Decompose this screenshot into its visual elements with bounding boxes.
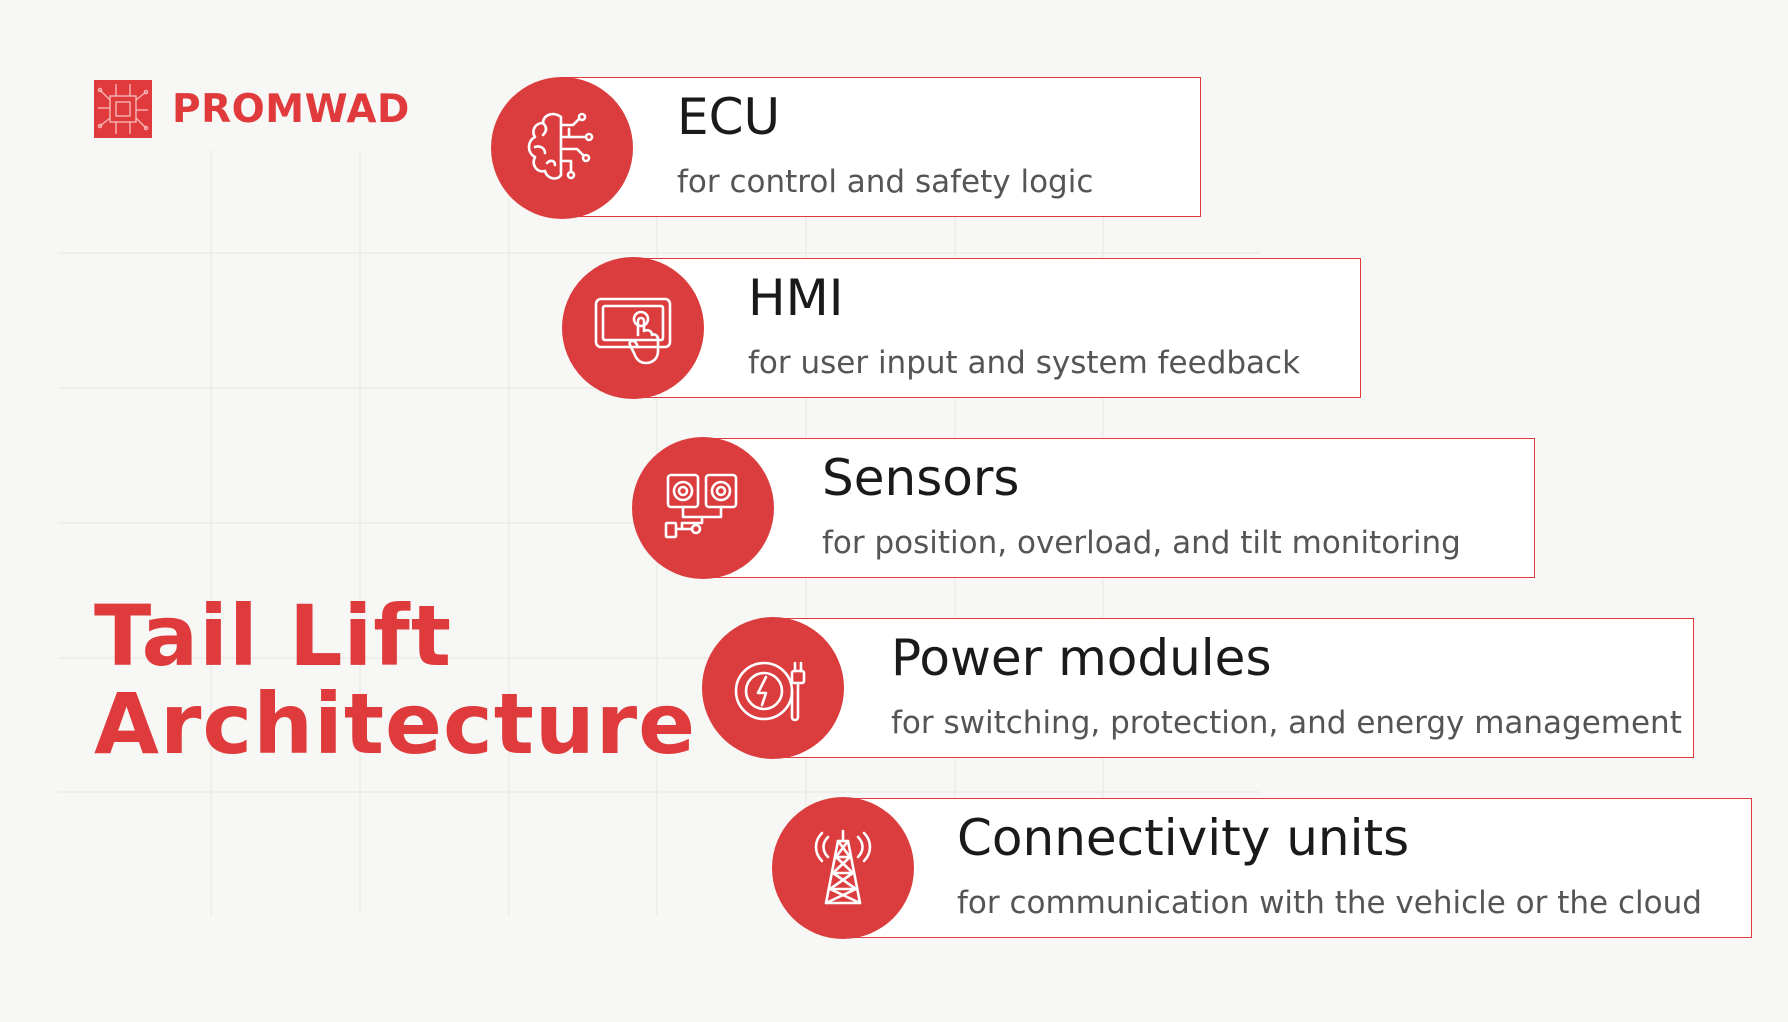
- power-modules-icon-badge: [702, 617, 844, 759]
- card-title: HMI: [748, 269, 844, 327]
- hmi-icon-badge: [562, 257, 704, 399]
- card-sensors: Sensors for position, overload, and tilt…: [700, 438, 1535, 578]
- card-description: for control and safety logic: [677, 164, 1094, 200]
- connectivity-icon-badge: [772, 797, 914, 939]
- card-ecu: ECU for control and safety logic: [560, 77, 1201, 217]
- card-description: for communication with the vehicle or th…: [957, 885, 1702, 921]
- card-title: Sensors: [822, 449, 1020, 507]
- touchscreen-icon: [594, 297, 672, 365]
- page-title-line-2: Architecture: [94, 675, 697, 773]
- chip-logo-icon: [94, 80, 152, 138]
- page-title: Tail Lift Architecture: [94, 592, 696, 768]
- brand-logo: PROMWAD: [94, 80, 410, 138]
- card-connectivity-units: Connectivity units for communication wit…: [840, 798, 1752, 938]
- card-description: for position, overload, and tilt monitor…: [822, 525, 1461, 561]
- card-description: for user input and system feedback: [748, 345, 1301, 381]
- card-title: ECU: [677, 88, 781, 146]
- card-title: Connectivity units: [957, 809, 1410, 867]
- brand-name: PROMWAD: [172, 86, 410, 132]
- card-description: for switching, protection, and energy ma…: [891, 705, 1682, 741]
- page-title-line-1: Tail Lift: [94, 587, 453, 685]
- sensors-icon: [664, 473, 738, 539]
- card-power-modules: Power modules for switching, protection,…: [770, 618, 1694, 758]
- antenna-tower-icon: [814, 829, 872, 905]
- brain-circuit-icon: [527, 112, 594, 180]
- ecu-icon-badge: [491, 77, 633, 219]
- card-hmi: HMI for user input and system feedback: [630, 258, 1361, 398]
- sensors-icon-badge: [632, 437, 774, 579]
- card-title: Power modules: [891, 629, 1272, 687]
- power-plug-icon: [734, 661, 806, 722]
